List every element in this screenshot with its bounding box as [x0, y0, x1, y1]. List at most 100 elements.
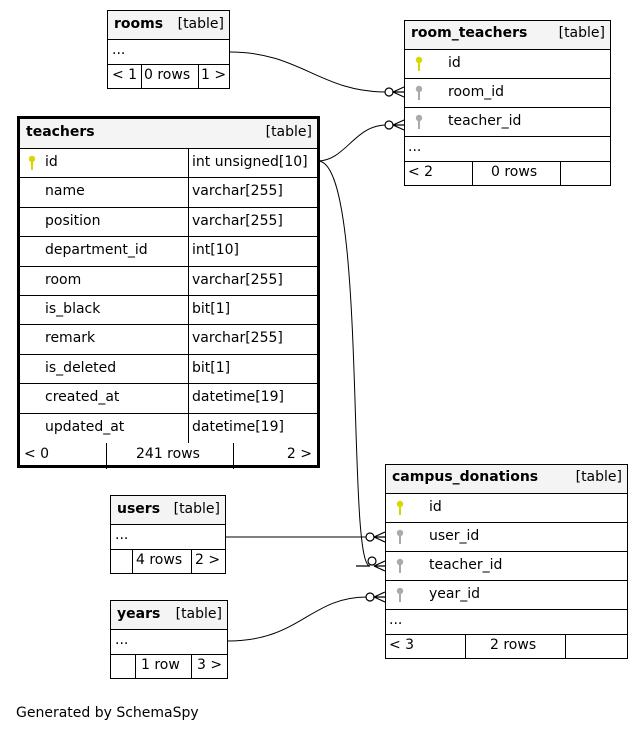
marker-campus-teacher-id [367, 556, 377, 566]
nav-row: < 3 2 rows [386, 635, 627, 658]
column-row[interactable]: room varchar[255] [20, 266, 317, 296]
column-row[interactable]: remark varchar[255] [20, 325, 317, 355]
table-rooms[interactable]: rooms [table] ... < 1 0 rows 1 > [107, 10, 230, 89]
column-name: user_id [429, 528, 480, 544]
column-name: position [45, 212, 101, 229]
table-years[interactable]: years [table] ... 1 row 3 > [110, 600, 228, 679]
table-name: years [117, 606, 161, 622]
column-name: remark [45, 330, 96, 347]
table-room-teachers[interactable]: room_teachers [table] id room_id teacher… [404, 20, 611, 186]
column-name: is_deleted [45, 359, 117, 376]
column-name: id [429, 499, 442, 515]
row-count: 0 rows [491, 164, 538, 180]
key-icon [415, 85, 423, 100]
table-type: [table] [558, 25, 605, 41]
key-icon [415, 114, 423, 129]
key-icon [28, 155, 36, 170]
column-type: varchar[255] [192, 183, 283, 200]
column-row[interactable]: id [386, 494, 627, 523]
column-name: teacher_id [429, 557, 503, 573]
table-type: [table] [265, 124, 312, 140]
table-header[interactable]: years [table] [111, 601, 227, 630]
link-teachers-campus-donations [317, 160, 371, 567]
column-type: int unsigned[10] [192, 154, 308, 170]
column-name: id [448, 55, 461, 71]
nav-row: < 1 0 rows 1 > [108, 65, 229, 88]
ellipsis-row: ... [108, 40, 229, 65]
table-type: [table] [173, 501, 220, 517]
table-name: rooms [114, 16, 164, 32]
column-type: int[10] [192, 242, 239, 259]
column-row[interactable]: position varchar[255] [20, 207, 317, 238]
row-count: 0 rows [144, 67, 191, 83]
nav-prev[interactable]: < 3 [389, 637, 415, 653]
column-type: bit[1] [192, 359, 231, 376]
marker-campus-user-id [365, 532, 375, 542]
nav-prev[interactable]: < 2 [408, 164, 434, 180]
ellipsis: ... [115, 527, 129, 543]
nav-next[interactable]: 2 > [286, 445, 312, 462]
nav-row: 4 rows 2 > [111, 550, 225, 573]
key-icon [396, 558, 404, 573]
key-icon [396, 587, 404, 602]
column-name: room_id [448, 84, 504, 100]
column-name: is_black [45, 300, 101, 317]
nav-row: < 0 241 rows 2 > [20, 442, 317, 469]
table-header[interactable]: teachers [table] [20, 119, 317, 149]
key-icon [396, 500, 404, 515]
column-row[interactable]: year_id [386, 581, 627, 610]
column-row[interactable]: id [405, 50, 610, 79]
link-years-campus-donations [227, 596, 368, 642]
nav-prev[interactable]: < 0 [24, 445, 50, 462]
ellipsis-row: ... [111, 630, 227, 655]
table-type: [table] [177, 16, 224, 32]
ellipsis: ... [115, 632, 129, 648]
row-count: 241 rows [136, 445, 200, 462]
column-row[interactable]: is_black bit[1] [20, 295, 317, 326]
column-row[interactable]: room_id [405, 79, 610, 108]
row-count: 2 rows [490, 637, 537, 653]
column-name: year_id [429, 586, 481, 602]
table-header[interactable]: users [table] [111, 496, 225, 525]
table-campus-donations[interactable]: campus_donations [table] id user_id teac… [385, 464, 628, 659]
marker-campus-year-id [365, 592, 375, 602]
column-row[interactable]: is_deleted bit[1] [20, 354, 317, 385]
column-type: varchar[255] [192, 330, 283, 347]
table-header[interactable]: rooms [table] [108, 11, 229, 40]
ellipsis: ... [112, 42, 126, 58]
ellipsis-row: ... [111, 525, 225, 550]
column-type: datetime[19] [192, 389, 284, 406]
column-type: varchar[255] [192, 212, 283, 229]
nav-row: < 2 0 rows [405, 162, 610, 185]
nav-prev[interactable]: < 1 [112, 67, 138, 83]
column-name: name [45, 183, 85, 200]
table-header[interactable]: room_teachers [table] [405, 21, 610, 50]
nav-next[interactable]: 1 > [201, 67, 227, 83]
table-users[interactable]: users [table] ... 4 rows 2 > [110, 495, 226, 574]
ellipsis-row: ... [386, 610, 627, 635]
column-type: varchar[255] [192, 271, 283, 288]
table-header[interactable]: campus_donations [table] [386, 465, 627, 494]
key-icon [415, 56, 423, 71]
nav-next[interactable]: 2 > [195, 552, 221, 568]
row-count: 4 rows [136, 552, 183, 568]
link-rooms-room-teachers [229, 51, 387, 93]
column-name: teacher_id [448, 113, 522, 129]
table-type: [table] [575, 469, 622, 485]
generated-by-note: Generated by SchemaSpy [16, 705, 199, 721]
column-row[interactable]: name varchar[255] [20, 178, 317, 208]
column-row[interactable]: teacher_id [386, 552, 627, 581]
table-name: users [117, 501, 161, 517]
nav-next[interactable]: 3 > [197, 657, 223, 673]
column-row[interactable]: teacher_id [405, 108, 610, 137]
table-name: teachers [26, 124, 95, 140]
column-name: room [45, 271, 82, 288]
column-row[interactable]: user_id [386, 523, 627, 552]
column-type: bit[1] [192, 300, 231, 317]
column-name: updated_at [45, 418, 125, 435]
